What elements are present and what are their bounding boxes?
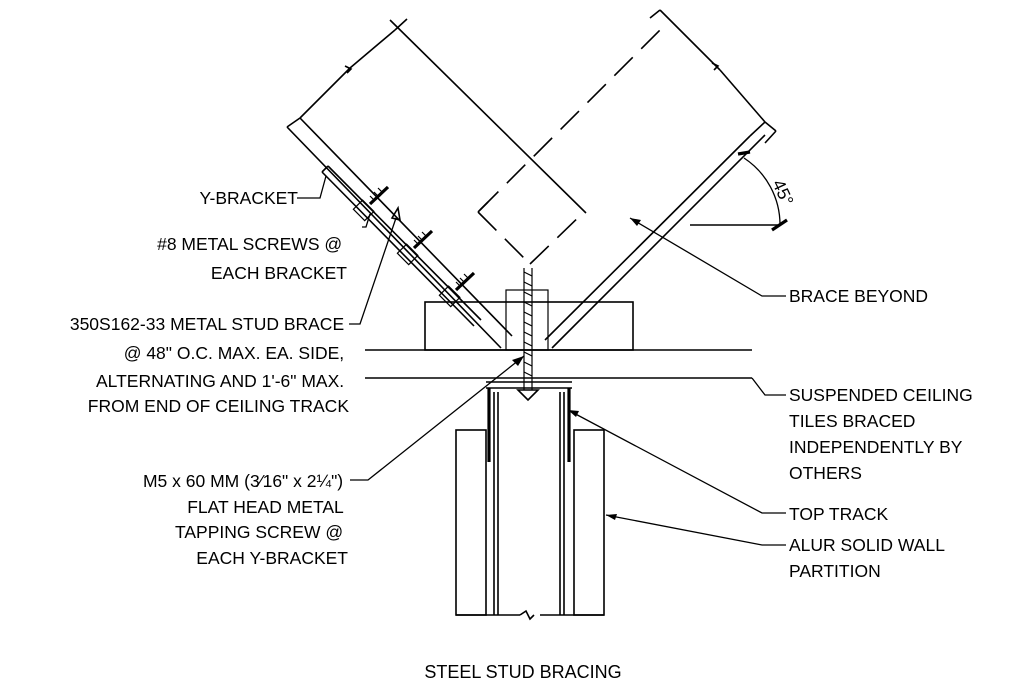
left-stud-brace (286, 18, 587, 349)
drawing-title: STEEL STUD BRACING (424, 662, 621, 682)
bracket-base-plate (424, 301, 634, 351)
leader-lines (297, 175, 786, 546)
callout-metal-screws: #8 METAL SCREWS @ EACH BRACKET (157, 234, 347, 283)
callout-brace-beyond: BRACE BEYOND (789, 286, 928, 306)
callout-tapping-screw: M5 x 60 MM (3⁄16" x 2¼") FLAT HEAD METAL… (143, 471, 348, 568)
hidden-bracket-outline (477, 201, 585, 265)
y-bracket-plate (321, 165, 482, 327)
metal-screw-3 (438, 271, 476, 308)
angle-indicator: 45° (690, 150, 798, 232)
right-brace-beyond (479, 9, 777, 349)
callout-wall-partition: ALUR SOLID WALL PARTITION (789, 535, 949, 581)
top-track (486, 381, 572, 462)
wall-partition (455, 392, 605, 621)
callout-y-bracket: Y-BRACKET (199, 188, 298, 208)
tapping-screw (505, 268, 549, 402)
callout-stud-brace: 350S162-33 METAL STUD BRACE @ 48" O.C. M… (70, 314, 349, 416)
callout-top-track: TOP TRACK (789, 504, 889, 524)
angle-label: 45° (768, 176, 797, 208)
callout-ceiling-tiles: SUSPENDED CEILING TILES BRACED INDEPENDE… (789, 385, 978, 483)
metal-screw-2 (396, 229, 434, 266)
